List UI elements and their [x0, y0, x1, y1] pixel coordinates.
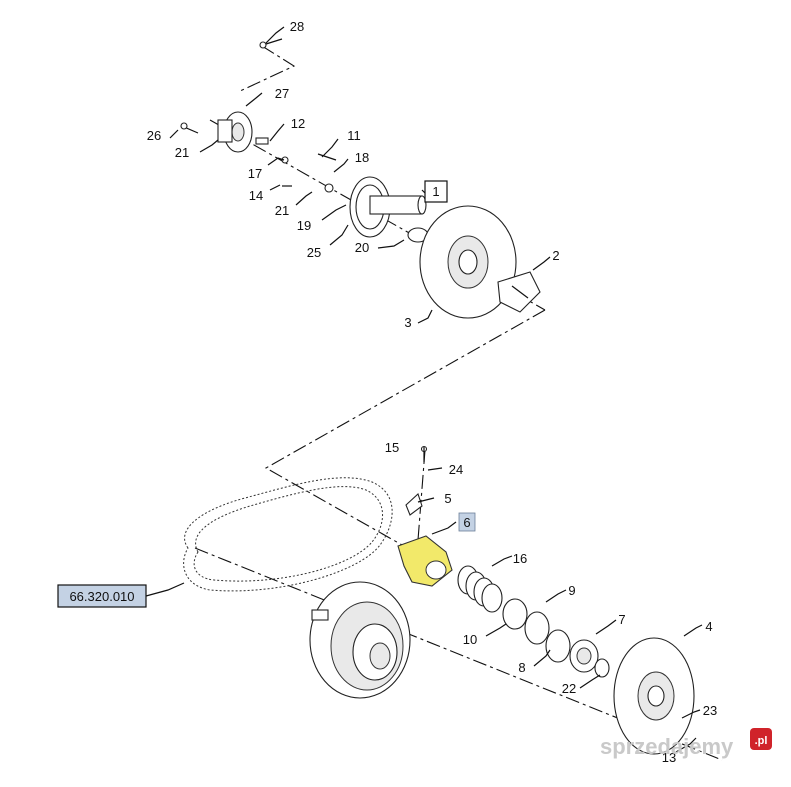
watermark: sprzedajemy .pl [600, 728, 772, 759]
callout-4: 4 [705, 619, 712, 634]
callout-28: 28 [290, 19, 304, 34]
part-clip-5 [405, 493, 423, 516]
watermark-text: sprzedajemy [600, 734, 734, 759]
callout-25: 25 [307, 245, 321, 260]
part-bearing-7 [569, 639, 599, 673]
belt-part-number: 66.320.010 [69, 589, 134, 604]
part-disc-4 [613, 637, 695, 755]
callout-10: 10 [463, 632, 477, 647]
belt-66-320-010 [183, 477, 393, 592]
callout-24: 24 [449, 462, 463, 477]
callout-1: 1 [432, 184, 439, 199]
callout-2: 2 [552, 248, 559, 263]
watermark-badge [750, 728, 772, 750]
callout-5: 5 [444, 491, 451, 506]
callout-9: 9 [568, 583, 575, 598]
part-driven-pulley [309, 581, 411, 699]
part-rings-8-9-10 [502, 598, 571, 663]
callout-19: 19 [297, 218, 311, 233]
part-bolt-28 [259, 38, 283, 49]
callout-27: 27 [275, 86, 289, 101]
part-clip-22 [594, 658, 610, 678]
callout-6: 6 [463, 515, 470, 530]
callout-20: 20 [355, 240, 369, 255]
callout-18: 18 [355, 150, 369, 165]
callout-7: 7 [618, 612, 625, 627]
part-bolt-26 [180, 122, 199, 134]
part-spring-16 [457, 565, 503, 613]
watermark-badge-text: .pl [755, 735, 768, 747]
leader-lines [145, 26, 703, 753]
callout-11: 11 [347, 128, 361, 143]
part-small-pins [255, 137, 337, 193]
callout-13: 13 [662, 750, 676, 765]
callout-17: 17 [248, 166, 262, 181]
callout-12: 12 [291, 116, 305, 131]
callout-21-upper: 21 [175, 145, 189, 160]
callout-15: 15 [385, 440, 399, 455]
part-flange-27 [217, 111, 253, 153]
callout-1-box [424, 180, 448, 203]
part-pulley-disc-3 [419, 205, 517, 319]
part-hub-19 [349, 176, 427, 238]
callout-23: 23 [703, 703, 717, 718]
callout-6-box [458, 512, 476, 532]
callout-8: 8 [518, 660, 525, 675]
part-bracket-2 [497, 271, 541, 313]
callout-16: 16 [513, 551, 527, 566]
callout-labels: 1 2 3 4 5 6 7 8 9 10 11 12 13 14 15 16 1… [147, 19, 717, 765]
belt-part-number-label: 66.320.010 [57, 584, 147, 608]
callout-22: 22 [562, 681, 576, 696]
callout-14: 14 [249, 188, 263, 203]
callout-26: 26 [147, 128, 161, 143]
part-cam-6-highlighted [397, 535, 453, 587]
callout-21-lower: 21 [275, 203, 289, 218]
callout-3: 3 [404, 315, 411, 330]
